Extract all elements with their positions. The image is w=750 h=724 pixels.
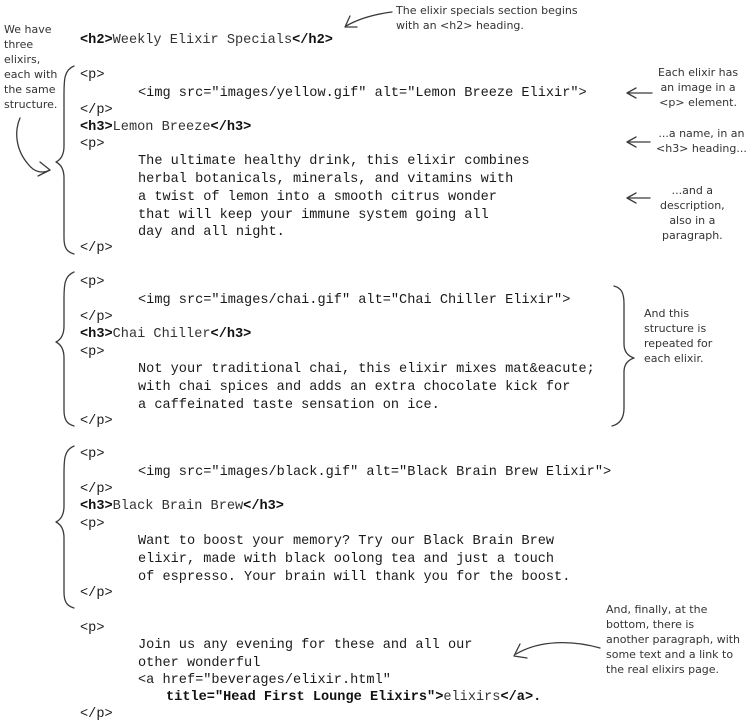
footer-a-open-line-1: <a href="beverages/elixir.html" bbox=[138, 673, 391, 688]
three-elixirs-arrow bbox=[16, 117, 51, 173]
final-arrow bbox=[515, 641, 601, 655]
h2-arrowhead bbox=[344, 15, 358, 28]
h2-close-tag: </h2> bbox=[292, 33, 333, 48]
final-arrowhead bbox=[513, 643, 528, 659]
elixir-1-desc-p-open: <p> bbox=[80, 137, 105, 152]
elixir-3-desc-line: elixir, made with black oolong tea and j… bbox=[138, 552, 555, 567]
h3-open-tag: <h3> bbox=[80, 499, 113, 514]
elixir-2-img-tag: <img src="images/chai.gif" alt="Chai Chi… bbox=[138, 293, 571, 308]
h3-close-tag: </h3> bbox=[243, 499, 284, 514]
annotation-repeat-note: And this structure is repeated for each … bbox=[644, 307, 713, 365]
footer-p-close: </p> bbox=[80, 707, 113, 722]
elixir-1-img-tag: <img src="images/yellow.gif" alt="Lemon … bbox=[138, 86, 587, 101]
elixir-2-desc-line: a caffeinated taste sensation on ice. bbox=[138, 398, 440, 413]
elixir-1-img-p-open: <p> bbox=[80, 68, 105, 83]
link-text: elixirs bbox=[443, 690, 501, 705]
footer-p-open: <p> bbox=[80, 621, 105, 636]
elixir-3-h3-line: <h3>Black Brain Brew</h3> bbox=[80, 498, 284, 516]
h2-arrow bbox=[345, 11, 393, 27]
h2-text: Weekly Elixir Specials bbox=[112, 33, 293, 48]
left-brace-2 bbox=[55, 271, 75, 427]
elixir-1-h3-line: <h3>Lemon Breeze</h3> bbox=[80, 119, 251, 137]
desc-arrowhead bbox=[626, 192, 637, 204]
annotation-final-note: And, finally, at the bottom, there is an… bbox=[606, 603, 741, 676]
elixir-3-desc-p-close: </p> bbox=[80, 586, 113, 601]
elixir-1-desc-line: day and all night. bbox=[138, 225, 285, 240]
elixir-1-desc-p-close: </p> bbox=[80, 241, 113, 256]
annotation-name-note: ...a name, in an <h3> heading... bbox=[656, 127, 747, 155]
h2-open-tag: <h2> bbox=[80, 33, 113, 48]
h3-close-tag: </h3> bbox=[210, 120, 252, 135]
a-title-attr: title="Head First Lounge Elixirs"> bbox=[166, 690, 444, 705]
footer-text-line: Join us any evening for these and all ou… bbox=[138, 638, 473, 653]
elixir-2-desc-p-open: <p> bbox=[80, 345, 105, 360]
elixir-1-name: Lemon Breeze bbox=[112, 120, 211, 135]
annotation-image-note: Each elixir has an image in a <p> elemen… bbox=[658, 66, 739, 109]
elixir-3-img-p-close: </p> bbox=[80, 482, 113, 497]
elixir-1-desc-line: The ultimate healthy drink, this elixir … bbox=[138, 154, 530, 169]
footer-a-open-line-2: title="Head First Lounge Elixirs">elixir… bbox=[166, 689, 541, 707]
annotation-three-elixirs: We have three elixirs, each with the sam… bbox=[4, 23, 58, 111]
name-arrowhead bbox=[626, 136, 637, 148]
right-brace bbox=[611, 285, 635, 427]
three-elixirs-arrowhead bbox=[37, 161, 51, 177]
elixir-1-img-p-close: </p> bbox=[80, 103, 113, 118]
a-close-tag: </a>. bbox=[500, 690, 542, 705]
footer-text-line: other wonderful bbox=[138, 656, 261, 671]
elixir-3-desc-p-open: <p> bbox=[80, 517, 105, 532]
elixir-1-desc-line: a twist of lemon into a smooth citrus wo… bbox=[138, 190, 497, 205]
elixir-2-desc-p-close: </p> bbox=[80, 414, 113, 429]
elixir-2-img-p-close: </p> bbox=[80, 310, 113, 325]
elixir-3-img-tag: <img src="images/black.gif" alt="Black B… bbox=[138, 465, 612, 480]
elixir-3-desc-line: Want to boost your memory? Try our Black… bbox=[138, 534, 555, 549]
h3-close-tag: </h3> bbox=[210, 327, 252, 342]
elixir-3-img-p-open: <p> bbox=[80, 447, 105, 462]
elixir-2-img-p-open: <p> bbox=[80, 275, 105, 290]
left-brace-1 bbox=[55, 65, 75, 255]
h2-code-line: <h2>Weekly Elixir Specials</h2> bbox=[80, 32, 333, 50]
elixir-2-desc-line: with chai spices and adds an extra choco… bbox=[138, 380, 571, 395]
h3-open-tag: <h3> bbox=[80, 327, 113, 342]
elixir-3-desc-line: of espresso. Your brain will thank you f… bbox=[138, 570, 571, 585]
image-arrowhead bbox=[626, 87, 637, 99]
elixir-2-desc-line: Not your traditional chai, this elixir m… bbox=[138, 362, 595, 377]
left-brace-3 bbox=[55, 445, 75, 609]
elixir-2-h3-line: <h3>Chai Chiller</h3> bbox=[80, 326, 251, 344]
elixir-1-desc-line: that will keep your immune system going … bbox=[138, 208, 489, 223]
annotation-desc-note: ...and a description, also in a paragrap… bbox=[660, 184, 725, 242]
h3-open-tag: <h3> bbox=[80, 120, 113, 135]
elixir-1-desc-line: herbal botanicals, minerals, and vitamin… bbox=[138, 172, 514, 187]
elixir-3-name: Black Brain Brew bbox=[112, 499, 244, 514]
annotation-h2-note: The elixir specials section begins with … bbox=[396, 4, 578, 32]
elixir-2-name: Chai Chiller bbox=[112, 327, 211, 342]
